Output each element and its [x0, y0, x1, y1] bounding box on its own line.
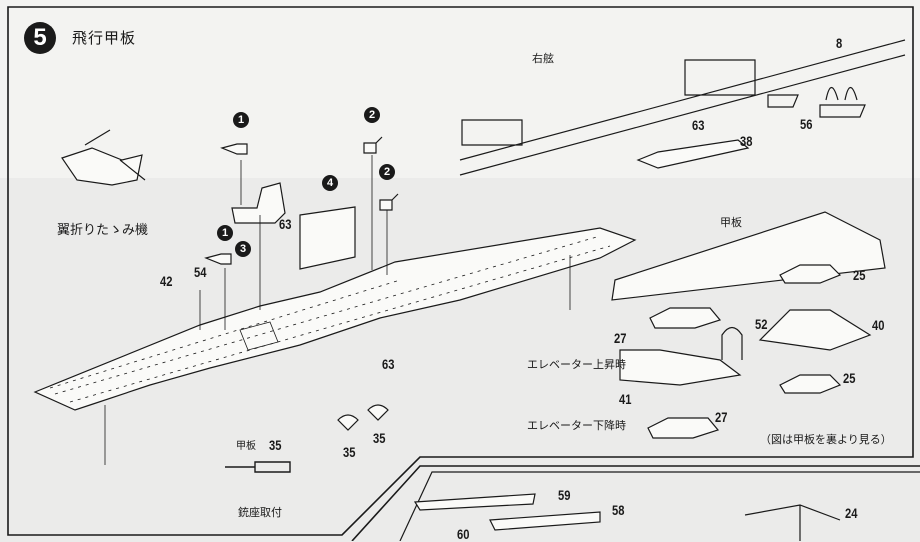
part-label-35: 35	[373, 430, 386, 446]
part-label-41: 41	[619, 391, 632, 407]
subassembly-marker-4: 4	[322, 175, 338, 191]
subassembly-marker-3: 3	[235, 241, 251, 257]
part-label-25: 25	[843, 370, 856, 386]
next-step-frame-inner	[399, 471, 920, 541]
funnel-block	[299, 206, 356, 270]
deck-grating	[239, 321, 279, 351]
part-label-24: 24	[845, 505, 858, 521]
part-label-63: 63	[279, 216, 292, 232]
part-24-assembly	[744, 504, 841, 541]
sponson-38	[636, 139, 750, 169]
part-label-40: 40	[872, 317, 885, 333]
part-label-58: 58	[612, 502, 625, 518]
deck-markings	[49, 235, 611, 403]
note-deck: 甲板	[720, 216, 742, 229]
next-step-frame	[351, 465, 920, 541]
lift-parts-8-56	[767, 86, 866, 118]
flight-deck	[33, 227, 637, 411]
gun-mount-section	[225, 461, 291, 473]
part-label-27: 27	[614, 330, 627, 346]
part-label-38: 38	[740, 133, 753, 149]
part-label-27: 27	[715, 409, 728, 425]
note-mount-deck: 甲板	[236, 441, 256, 452]
part-label-35: 35	[269, 437, 282, 453]
subassembly-marker-1: 1	[233, 112, 249, 128]
part-60	[413, 493, 536, 511]
starboard-hull	[459, 39, 906, 176]
elevator-plate-27	[647, 307, 722, 439]
subassembly-marker-2: 2	[379, 164, 395, 180]
subassembly-marker-2: 2	[364, 107, 380, 123]
note-gun-mount-attach: 銃座取付	[238, 506, 282, 519]
island	[231, 182, 286, 224]
elevator-40	[758, 309, 872, 351]
bracket-52	[721, 326, 743, 360]
gun-tubs-35	[337, 404, 389, 431]
part-label-25: 25	[853, 267, 866, 283]
subassembly-marker-1: 1	[217, 225, 233, 241]
folded-wing-aircraft-drawing	[61, 129, 146, 186]
part-label-35: 35	[343, 444, 356, 460]
note-elevator-raised: エレベーター上昇時	[527, 358, 626, 371]
gun-turret-2	[363, 136, 383, 154]
part-label-63: 63	[382, 356, 395, 372]
assembly-arrows	[104, 155, 571, 465]
step-frame	[7, 6, 914, 536]
note-starboard: 右舷	[532, 52, 554, 65]
part-label-63: 63	[692, 117, 705, 133]
gun-turret-1	[220, 143, 248, 155]
part-label-8: 8	[836, 35, 843, 51]
part-label-42: 42	[160, 273, 173, 289]
elevator-plate-25	[779, 264, 842, 394]
elevator-41	[619, 349, 742, 386]
part-59	[489, 511, 601, 531]
gun-turret-2b	[379, 193, 399, 211]
step-title: 飛行甲板	[72, 29, 137, 47]
underside-deck	[611, 211, 886, 301]
note-elevator-lowered: エレベーター下降時	[527, 419, 626, 432]
note-folded-wing-aircraft: 翼折りたゝみ機	[57, 223, 149, 238]
part-label-60: 60	[457, 526, 470, 542]
note-view-from-underside: （図は甲板を裏より見る）	[760, 433, 892, 446]
gun-turret-1b	[204, 253, 232, 265]
part-label-59: 59	[558, 487, 571, 503]
part-label-56: 56	[800, 116, 813, 132]
step-number-badge: 5	[24, 22, 56, 54]
part-label-52: 52	[755, 316, 768, 332]
part-label-54: 54	[194, 264, 207, 280]
